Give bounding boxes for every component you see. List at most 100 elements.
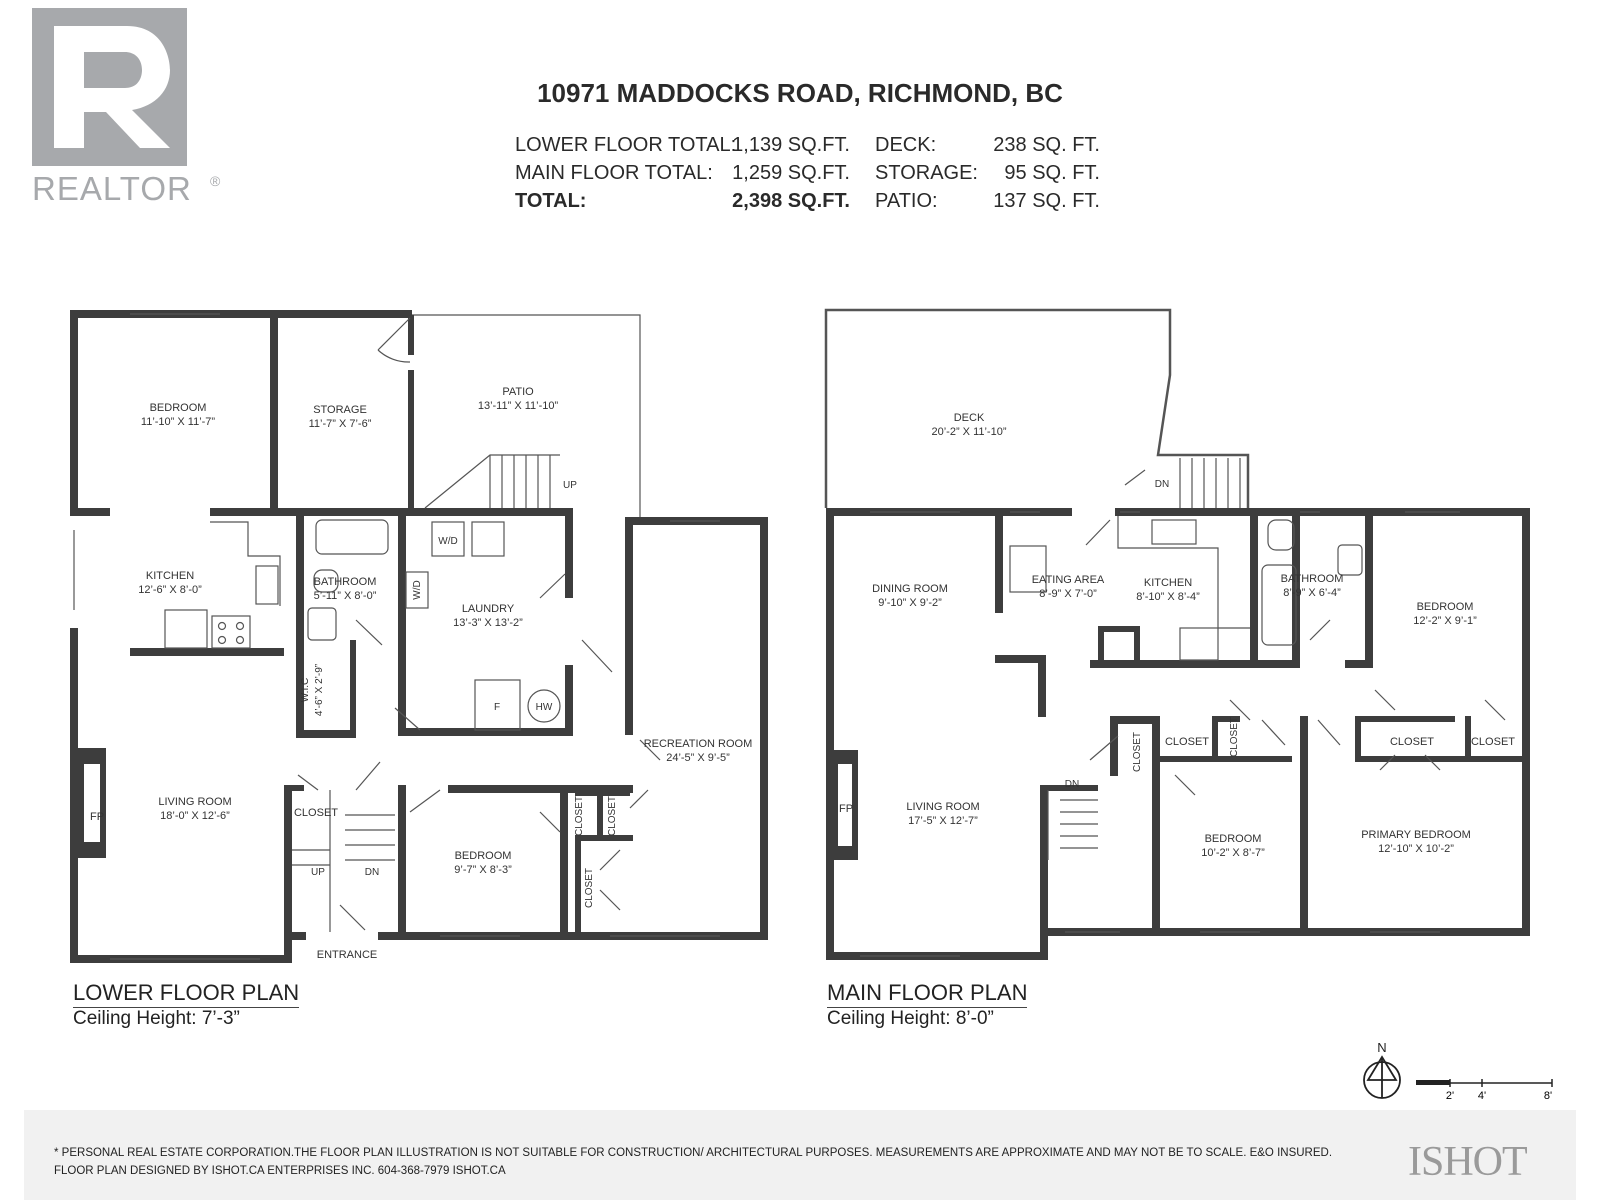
room-name: LIVING ROOM	[158, 796, 231, 808]
area-value: 238 SQ. FT.	[993, 134, 1100, 156]
bathroom-sink	[307, 607, 337, 641]
wall	[1152, 716, 1160, 932]
wall	[597, 790, 603, 840]
interior-stairs	[1047, 790, 1098, 860]
wall	[1365, 508, 1373, 668]
realtor-r-mark	[32, 8, 187, 166]
fridge	[1009, 545, 1047, 593]
patio-outline	[410, 314, 641, 520]
appliance-label: F	[494, 702, 500, 713]
registered-mark: ®	[210, 173, 221, 189]
bathtub	[1261, 564, 1297, 646]
closet-label: CLOSET	[584, 868, 595, 908]
room-dim: 8’-9” X 7’-0”	[1039, 588, 1097, 600]
north-arrow: N	[1360, 1040, 1410, 1107]
total-label: TOTAL:	[515, 190, 587, 212]
stair-down-label: DN	[1155, 479, 1169, 490]
room-dim: 8’-9” X 6’-4”	[1283, 587, 1341, 599]
room-dim: 11’-7” X 7’-6”	[309, 418, 372, 430]
closet-label: CLOSET	[574, 796, 585, 836]
wall	[1038, 655, 1046, 717]
wall	[408, 370, 414, 510]
main-floor-plan: DECK 20’-2” X 11’-10” DINING ROOM 9’-10”…	[824, 308, 1530, 960]
room-dim: 20’-2” X 11’-10”	[932, 426, 1007, 438]
ishot-logo: ISHOT	[1408, 1139, 1528, 1185]
bathtub	[315, 519, 389, 555]
fireplace-opening	[838, 764, 852, 846]
burner	[217, 621, 227, 631]
closet-label: CLOSET	[1165, 736, 1209, 748]
room-dim: 17’-5” X 12’-7”	[908, 815, 978, 827]
room-dim: 10’-2” X 8’-7”	[1201, 847, 1265, 859]
fireplace-label: FP	[90, 811, 104, 823]
wall	[284, 785, 292, 963]
toilet	[1267, 519, 1295, 551]
wall	[625, 517, 633, 735]
wall	[284, 785, 304, 791]
deck-stairs	[1179, 458, 1241, 508]
area-value: 1,259 SQ.FT.	[732, 162, 850, 184]
total-value: 2,398 SQ.FT.	[732, 190, 850, 212]
wall	[1355, 716, 1361, 762]
wall	[1040, 785, 1048, 960]
closet-label: CLOSET	[294, 807, 338, 819]
wall	[270, 310, 278, 510]
lower-floor-title-block: LOWER FLOOR PLAN Ceiling Height: 7’-3”	[73, 980, 300, 1030]
wall	[1355, 716, 1455, 722]
wall	[350, 640, 356, 738]
wall	[1040, 928, 1530, 936]
closet-label: CLOSET	[607, 796, 618, 836]
stove	[1179, 627, 1219, 661]
room-name: DECK	[954, 412, 985, 424]
stair-up-label: UP	[563, 480, 577, 491]
door-swings	[1085, 469, 1506, 796]
wall	[1250, 508, 1258, 668]
room-name: BATHROOM	[314, 576, 377, 588]
room-dim: 13’-3” X 13’-2”	[453, 617, 523, 629]
room-name: STORAGE	[313, 404, 367, 416]
stair-down-label: DN	[1065, 779, 1079, 790]
wall	[1152, 756, 1292, 762]
footer-band	[24, 1110, 1576, 1200]
area-label: STORAGE:	[875, 162, 978, 184]
main-floor-title-block: MAIN FLOOR PLAN Ceiling Height: 8’-0”	[827, 980, 1028, 1030]
room-dim: 11’-10” X 11’-7”	[141, 416, 216, 428]
wall	[284, 932, 306, 940]
appliance-label: HW	[536, 702, 553, 713]
room-dim: 18’-0” X 12’-6”	[160, 810, 230, 822]
wall	[1090, 660, 1300, 668]
main-floor-title: MAIN FLOOR PLAN	[827, 980, 1028, 1008]
patio-stairs	[424, 454, 560, 509]
north-label: N	[1377, 1040, 1386, 1055]
room-name: PATIO	[502, 386, 534, 398]
appliance-label: W/D	[412, 580, 423, 599]
room-dim: 9’-7” X 8’-3”	[454, 864, 512, 876]
appliance-label: W/D	[438, 536, 457, 547]
wall	[296, 730, 356, 738]
wall	[70, 310, 412, 318]
wall	[378, 932, 768, 940]
lower-floor-plan: BEDROOM 11’-10” X 11’-7” STORAGE 11’-7” …	[70, 310, 768, 963]
wall	[1048, 785, 1098, 791]
toilet	[313, 569, 339, 593]
wall	[995, 508, 1003, 613]
fireplace-label: FP	[839, 803, 853, 815]
lower-floor-title: LOWER FLOOR PLAN	[73, 980, 300, 1008]
room-dim: 8’-10” X 8’-4”	[1136, 591, 1200, 603]
room-name: W.I.C	[300, 678, 311, 702]
room-name: BEDROOM	[455, 850, 512, 862]
area-value: 95 SQ. FT.	[1004, 162, 1100, 184]
scale-tick: 4'	[1478, 1090, 1486, 1102]
lower-ceiling-height: Ceiling Height: 7’-3”	[73, 1008, 240, 1029]
kitchen-sink	[1151, 519, 1197, 545]
wall	[130, 648, 284, 656]
furnace	[474, 679, 521, 731]
stair-down-label: DN	[365, 867, 379, 878]
scale-tick: 2'	[1446, 1090, 1454, 1102]
wall	[1110, 716, 1118, 776]
room-name: BATHROOM	[1281, 573, 1344, 585]
wall	[1212, 716, 1240, 722]
wall	[575, 840, 581, 935]
kitchen-island-inner	[1104, 632, 1134, 660]
scale-tick: 8'	[1544, 1090, 1552, 1102]
